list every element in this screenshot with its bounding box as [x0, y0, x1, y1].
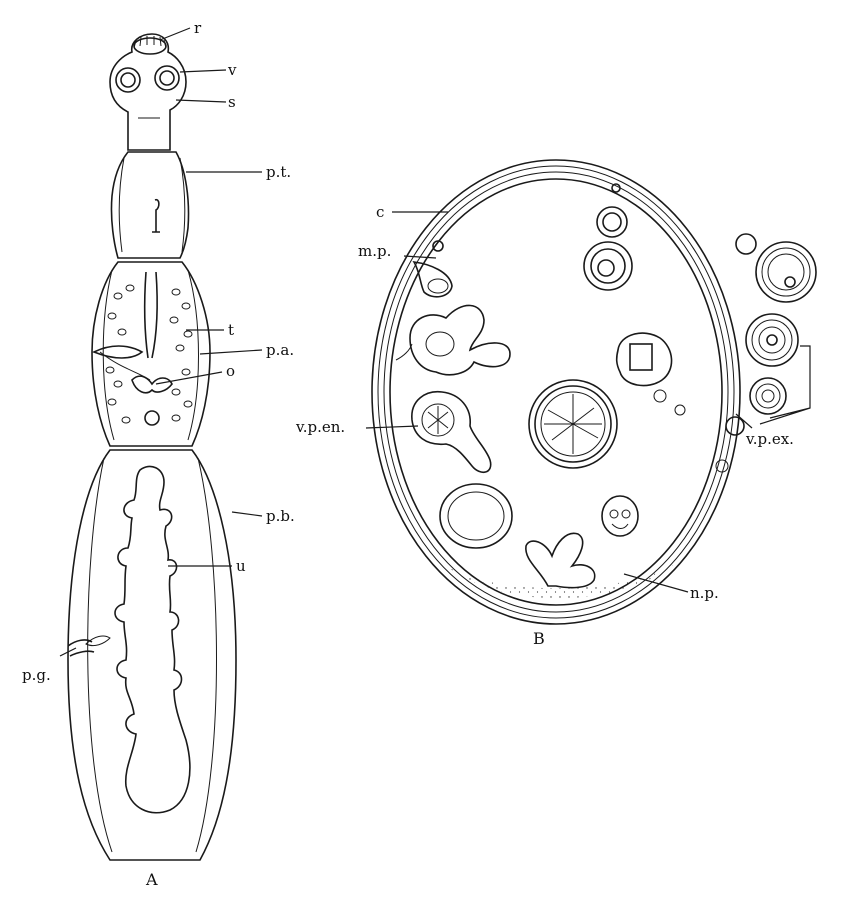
- brood-capsule-lower-right: [601, 495, 639, 537]
- brood-capsule-lower-left: [439, 483, 513, 549]
- scolex: [109, 33, 187, 151]
- label-testes: t: [228, 321, 234, 339]
- rostellum: [133, 37, 167, 55]
- exogenous-vesicles: [715, 233, 817, 473]
- sucker-right: [154, 65, 180, 91]
- brood-capsule-right: [615, 332, 686, 416]
- genital-duct: [85, 635, 111, 647]
- cirrus-pouch: [92, 345, 144, 359]
- label-new-proglottids: n.p.: [690, 584, 719, 602]
- vitelline-gland: [144, 410, 160, 426]
- sucker-left: [115, 67, 141, 93]
- immature-proglottid: [110, 151, 190, 259]
- label-cyst-wall: c: [376, 203, 384, 221]
- germinal-bottom: [440, 560, 680, 599]
- endogenous-vesicle-upper: [395, 304, 511, 376]
- branched-uterus: [114, 465, 191, 814]
- testes-group: [105, 284, 193, 424]
- central-brood-capsule: [528, 379, 618, 469]
- new-proglottids: [525, 532, 596, 589]
- cyst-wall-outer: [371, 159, 741, 625]
- label-sucker: v: [227, 61, 237, 79]
- caption-a: A: [145, 870, 158, 889]
- label-genital-pore: p.g.: [22, 666, 51, 684]
- label-ovary: o: [226, 362, 235, 380]
- label-neck: s: [228, 93, 236, 111]
- genital-primordium: [152, 198, 160, 233]
- mother-proglottid: [412, 240, 453, 298]
- uterus-stem: [143, 271, 158, 359]
- caption-b: B: [533, 629, 545, 648]
- label-immature-proglottid: p.t.: [266, 163, 291, 181]
- label-gravid-proglottid: p.b.: [266, 507, 295, 525]
- brood-capsule-top: [583, 183, 633, 291]
- label-uterus: u: [236, 557, 246, 575]
- mature-proglottid: [91, 261, 211, 447]
- gravid-proglottid: [67, 449, 237, 861]
- label-mother-proglottid: m.p.: [358, 242, 391, 260]
- label-exogenous-vesicles: v.p.ex.: [745, 430, 794, 448]
- genital-pore-notch: [67, 639, 95, 657]
- cyst-wall-inner: [389, 178, 723, 606]
- endogenous-vesicle-lower: [411, 391, 492, 473]
- ovary: [131, 375, 173, 394]
- label-endogenous-vesicles: v.p.en.: [295, 418, 345, 436]
- label-rostellum: r: [194, 19, 202, 37]
- leader-lines: [59, 27, 811, 657]
- label-mature-proglottid: p.a.: [266, 341, 294, 359]
- figure-a-tapeworm: [67, 33, 237, 861]
- figure-b-hydatid-cyst: [371, 159, 817, 625]
